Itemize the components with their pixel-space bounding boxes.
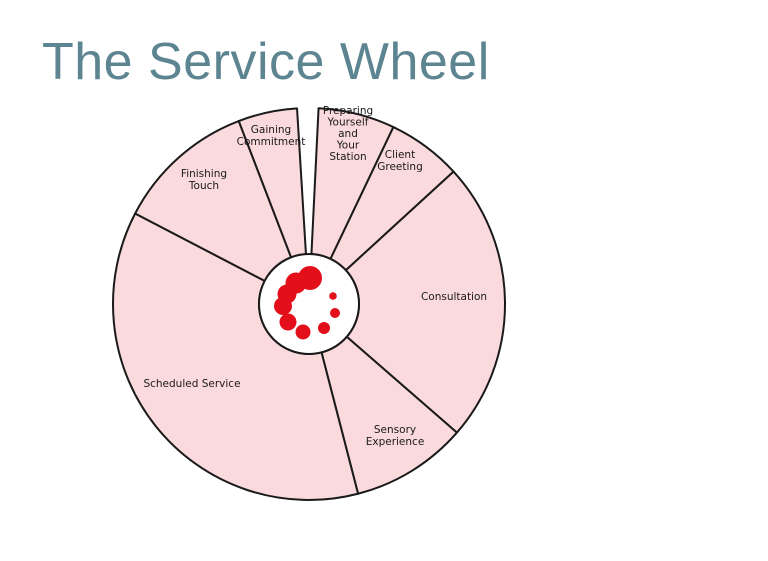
spinner-dot (330, 308, 340, 318)
wheel-segments (112, 107, 506, 501)
spinner-dot (274, 297, 292, 315)
segment-label-line: Finishing (181, 168, 227, 180)
segment-label-consultation: Consultation (421, 291, 487, 303)
spinner-dot (279, 313, 297, 331)
segment-label-line: Greeting (377, 161, 423, 173)
spinner-dots-icon (274, 266, 340, 340)
segment-label-line: Station (329, 151, 366, 163)
segment-label-line: and (338, 128, 358, 140)
segment-label-line: Sensory (374, 424, 416, 436)
segment-label-line: Scheduled Service (143, 378, 240, 390)
segment-label-line: Gaining (251, 124, 291, 136)
segment-label-line: Commitment (237, 136, 306, 148)
segment-label-line: Touch (188, 180, 219, 192)
spinner-dot (295, 324, 311, 340)
segment-label-line: Preparing (323, 105, 373, 117)
slide-title: The Service Wheel (42, 33, 490, 91)
wheel-hub (258, 253, 360, 355)
segment-label-line: Consultation (421, 291, 487, 303)
segment-label-line: Your (336, 140, 360, 152)
segment-label-line: Client (385, 149, 415, 161)
segment-label-line: Yourself (327, 117, 369, 129)
segment-label-line: Experience (366, 436, 425, 448)
segment-label-scheduled-service: Scheduled Service (143, 378, 240, 390)
spinner-dot (318, 322, 330, 334)
spinner-dot (329, 292, 337, 300)
